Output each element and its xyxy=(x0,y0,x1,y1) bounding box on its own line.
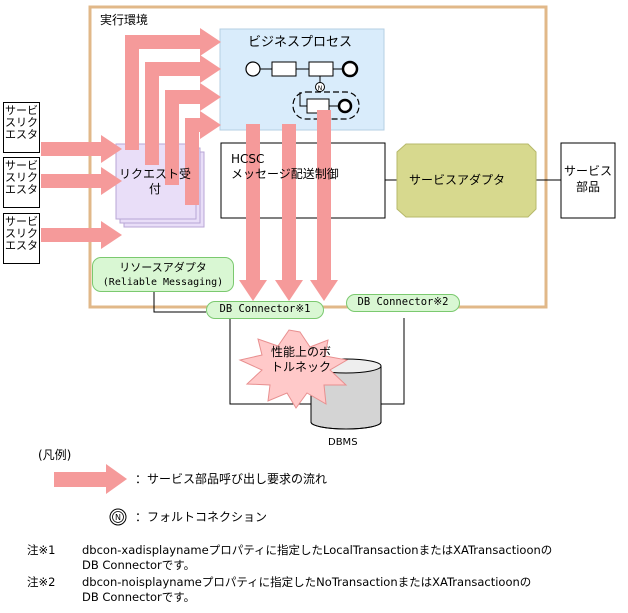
note-2-mark: 注※2 xyxy=(27,575,56,589)
db-connector-2: DB Connector※2 xyxy=(346,294,460,312)
legend-title: (凡例) xyxy=(38,448,72,462)
flow-arrows xyxy=(41,28,338,494)
request-accept-box xyxy=(115,143,197,220)
bottleneck-label: 性能上のボトルネック xyxy=(270,345,331,374)
message-routing-label: メッセージ配送制御 xyxy=(231,167,339,181)
svg-text:N: N xyxy=(115,513,121,522)
request-accept-label: リクエスト受付 xyxy=(118,167,191,196)
note-1-line1: dbcon-xadisplaynameプロパティに指定したLocalTransa… xyxy=(82,543,553,557)
svg-text:N: N xyxy=(318,85,323,92)
note-2-line2: DB Connectorです。 xyxy=(82,590,196,604)
service-adapter-shape xyxy=(396,143,537,218)
resource-adapter-sub: (Reliable Messaging) xyxy=(102,277,224,288)
note-2: 注※2 dbcon-noisplaynameプロパティに指定したNoTransa… xyxy=(27,575,531,604)
service-part-label: サービス部品 xyxy=(564,164,613,194)
service-requester-3: サービスリクエスタ xyxy=(3,213,40,264)
note-1-mark: 注※1 xyxy=(27,543,56,557)
resource-adapter: リソースアダプタ (Reliable Messaging) xyxy=(92,257,234,292)
legend-fault-desc: ：フォルトコネクション xyxy=(135,510,268,524)
service-requester-1: サービスリクエスタ xyxy=(3,102,40,153)
note-1: 注※1 dbcon-xadisplaynameプロパティに指定したLocalTr… xyxy=(27,543,552,572)
note-2-line1: dbcon-noisplaynameプロパティに指定したNoTransactio… xyxy=(82,575,532,589)
resource-adapter-name: リソースアダプタ xyxy=(119,261,207,274)
legend-arrow-desc: ：サービス部品呼び出し要求の流れ xyxy=(135,472,328,486)
service-requester-2: サービスリクエスタ xyxy=(3,157,40,208)
service-part-box xyxy=(560,142,616,219)
hcsc-label: HCSC xyxy=(231,152,265,166)
db-connector-1: DB Connector※1 xyxy=(206,301,324,319)
dbms-label: DBMS xyxy=(328,437,358,448)
runtime-environment-title: 実行環境 xyxy=(100,13,149,27)
bottleneck-burst xyxy=(238,329,349,409)
service-adapter-label: サービスアダプタ xyxy=(409,173,506,187)
note-1-line2: DB Connectorです。 xyxy=(82,558,196,572)
business-process-title: ビジネスプロセス xyxy=(248,35,353,50)
